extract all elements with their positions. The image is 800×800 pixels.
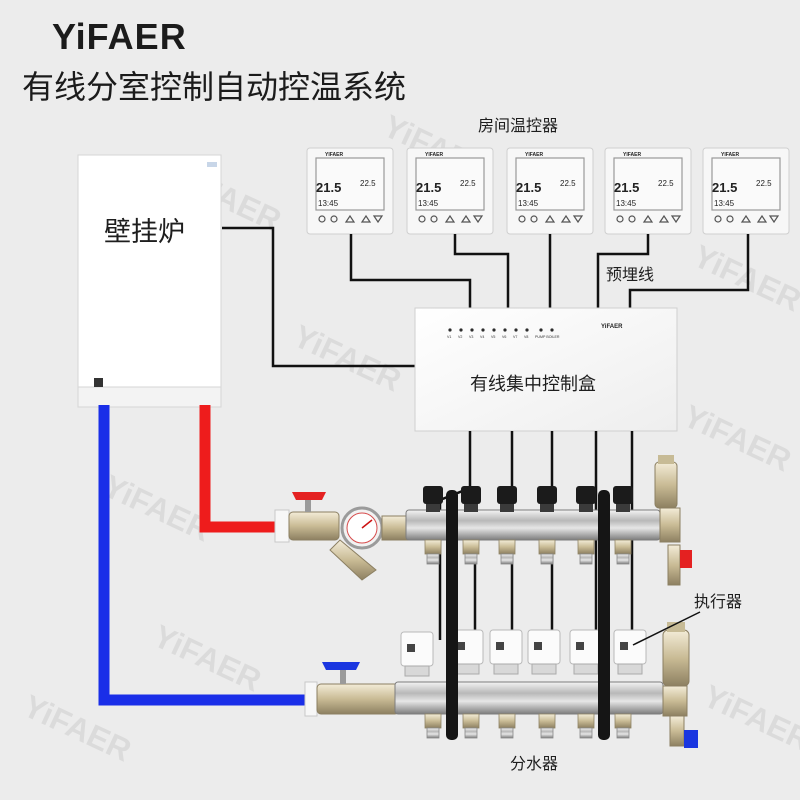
port-label: V3 xyxy=(469,335,473,339)
port-label: V6 xyxy=(502,335,506,339)
thermostat-time: 13:45 xyxy=(318,199,339,208)
thermostat-readings: YIFAER 21.5 22.5 13:45 YIFAER 21.5 22.5 … xyxy=(316,152,772,208)
port-label: PUMP BOILER xyxy=(535,335,560,339)
embedded-wiring-label: 预埋线 xyxy=(606,265,655,284)
page-title: 有线分室控制自动控温系统 xyxy=(22,68,407,106)
brand-logo: YiFAER xyxy=(52,16,187,57)
boiler-wire xyxy=(222,226,420,368)
port-label: V8 xyxy=(524,335,528,339)
actuator-pointer xyxy=(632,611,701,646)
thermostat-brand: YIFAER xyxy=(425,152,443,158)
thermostat-brand: YIFAER xyxy=(525,152,543,158)
port-label: V7 xyxy=(513,335,517,339)
actuator-label: 执行器 xyxy=(694,592,743,611)
control-box xyxy=(414,307,678,432)
thermostats-label: 房间温控器 xyxy=(478,116,559,135)
cold-water-pipe xyxy=(98,405,310,706)
thermostat-set-reading: 22.5 xyxy=(658,179,674,188)
thermostat-brand: YIFAER xyxy=(325,152,343,158)
thermostat-set-reading: 22.5 xyxy=(560,179,576,188)
port-label: V1 xyxy=(447,335,451,339)
thermostat-main-reading: 21.5 xyxy=(416,180,441,195)
port-label: V4 xyxy=(480,335,484,339)
thermostat-main-reading: 21.5 xyxy=(614,180,639,195)
hot-water-pipe xyxy=(199,405,280,533)
thermostat-brand: YIFAER xyxy=(721,152,739,158)
thermostat-main-reading: 21.5 xyxy=(516,180,541,195)
thermostat-time: 13:45 xyxy=(418,199,439,208)
boiler-label: 壁挂炉 xyxy=(104,217,185,248)
control-box-label: 有线集中控制盒 xyxy=(470,374,596,395)
boiler xyxy=(77,154,222,408)
thermostat-set-reading: 22.5 xyxy=(460,179,476,188)
control-box-ports: V1 V2 V3 V4 V5 V6 V7 V8 PUMP BOILER xyxy=(447,335,560,339)
manifold-brackets xyxy=(446,490,610,740)
thermostat-time: 13:45 xyxy=(616,199,637,208)
port-label: V5 xyxy=(491,335,495,339)
return-manifold xyxy=(304,622,698,748)
thermostat-main-reading: 21.5 xyxy=(316,180,341,195)
thermostat-wires xyxy=(349,234,750,310)
thermostat-time: 13:45 xyxy=(714,199,735,208)
supply-manifold xyxy=(274,455,692,586)
thermostat-set-reading: 22.5 xyxy=(756,179,772,188)
thermostat-main-reading: 21.5 xyxy=(712,180,737,195)
thermostat-time: 13:45 xyxy=(518,199,539,208)
control-box-brand: YiFAER xyxy=(601,324,623,330)
thermostat-set-reading: 22.5 xyxy=(360,179,376,188)
port-label: V2 xyxy=(458,335,462,339)
manifold-label: 分水器 xyxy=(510,754,559,773)
thermostat-brand: YIFAER xyxy=(623,152,641,158)
